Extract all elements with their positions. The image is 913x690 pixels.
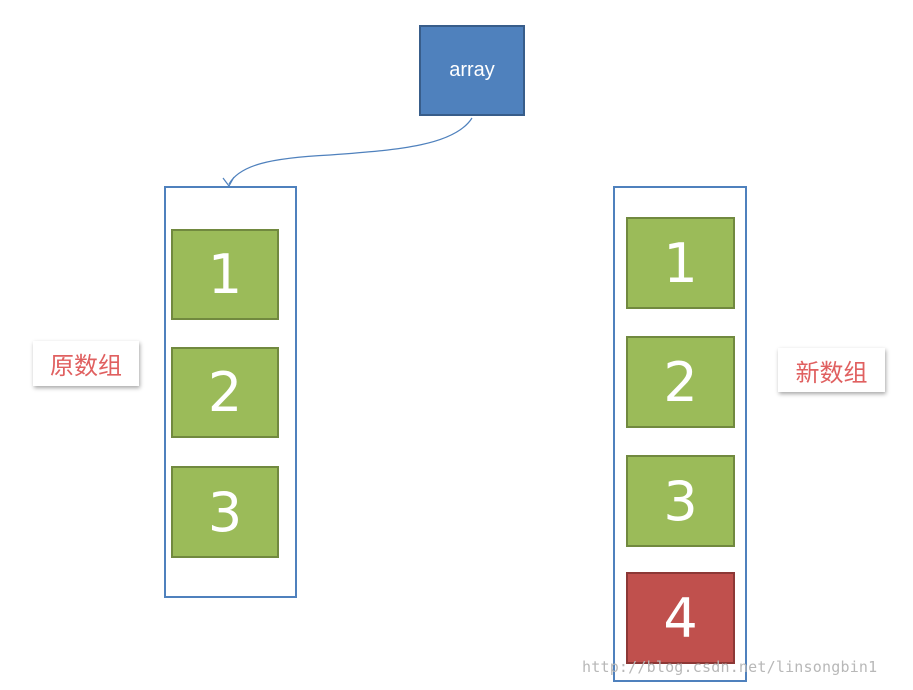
- new-cell-3: 3: [626, 455, 735, 547]
- original-cell-1: 1: [171, 229, 279, 320]
- original-cell-2: 2: [171, 347, 279, 438]
- array-reference-box: array: [419, 25, 525, 116]
- original-array-label: 原数组: [33, 341, 139, 386]
- original-cell-3: 3: [171, 466, 279, 558]
- new-cell-2: 2: [626, 336, 735, 428]
- new-array-label: 新数组: [778, 348, 885, 392]
- array-label: array: [449, 59, 495, 81]
- watermark: http://blog.csdn.net/linsongbin1: [582, 658, 878, 676]
- new-cell-4: 4: [626, 572, 735, 664]
- new-array-container: [613, 186, 747, 682]
- new-cell-1: 1: [626, 217, 735, 309]
- original-array-container: [164, 186, 297, 598]
